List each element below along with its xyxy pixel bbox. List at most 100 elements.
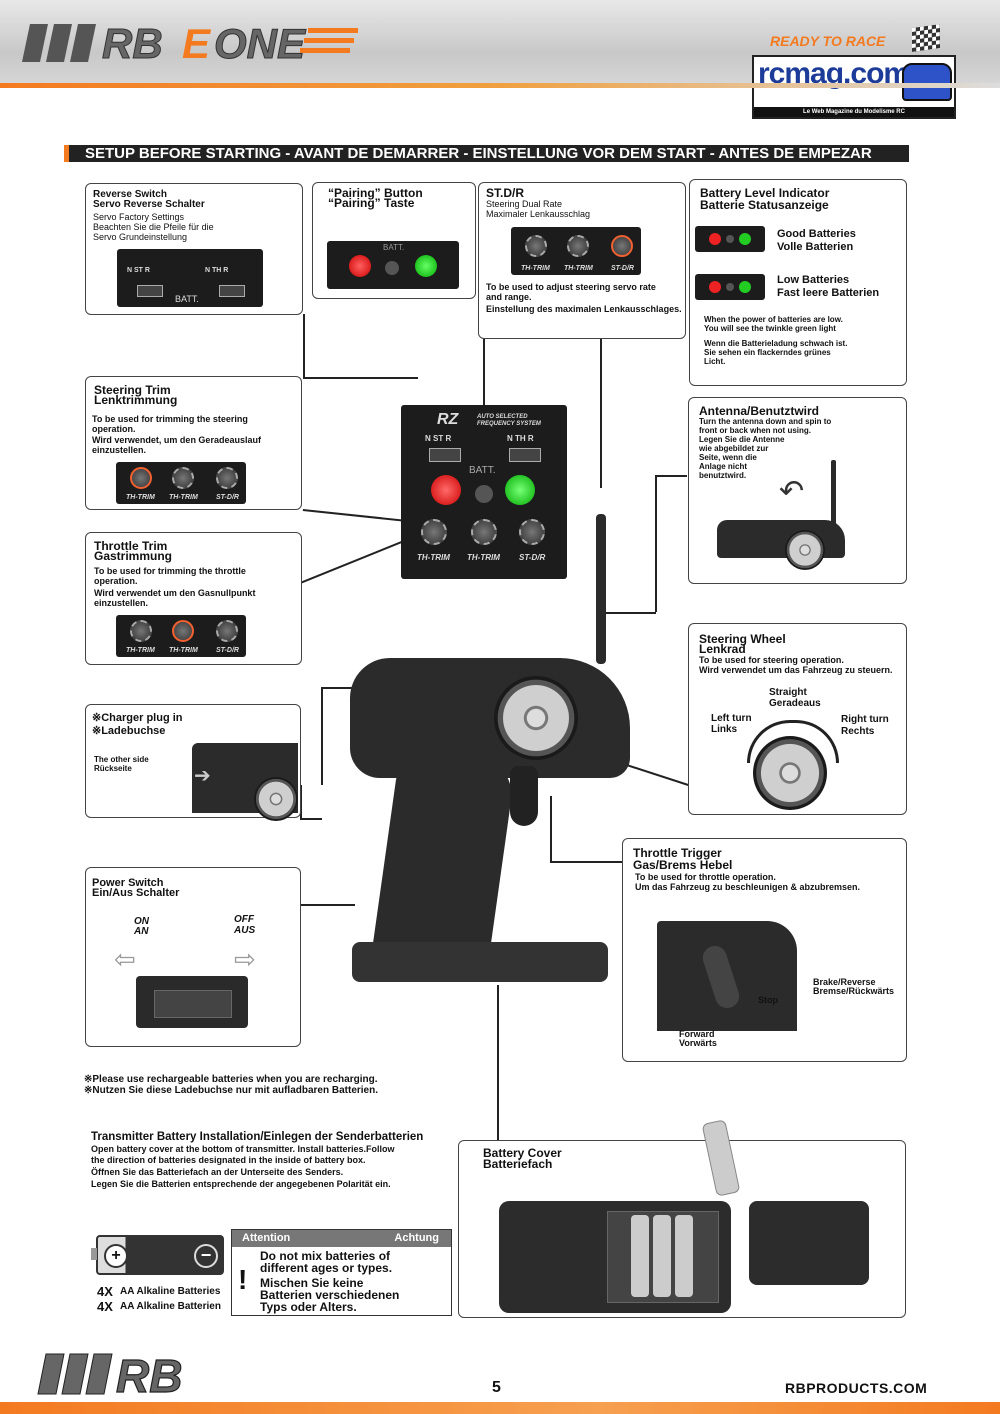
other-side-label: The other side <box>94 755 149 764</box>
knob-label-2: TH-TRIM <box>169 494 198 501</box>
charger-subtitle: ※Ladebuchse <box>92 725 166 737</box>
steering-trim-knob-panel: TH-TRIM TH-TRIM ST-D/R <box>116 462 246 504</box>
st-reverse-switch[interactable] <box>429 448 461 462</box>
st-dr-knob[interactable] <box>519 519 545 545</box>
th-trim-knob-2[interactable] <box>471 519 497 545</box>
red-led-icon <box>709 233 721 245</box>
green-led-icon <box>739 281 751 293</box>
green-led-icon <box>739 233 751 245</box>
th-reverse-switch[interactable] <box>509 448 541 462</box>
system-line-2: FREQUENCY SYSTEM <box>477 421 541 427</box>
vorwaerts-label: Vorwärts <box>679 1038 717 1048</box>
st-switch-label: N ST R <box>127 267 150 274</box>
ready-to-race-tagline: READY TO RACE <box>770 33 886 49</box>
knob-label-3: ST-D/R <box>611 265 634 272</box>
page-header: RB E ONE READY TO RACE rcmag.com Le Web … <box>0 0 1000 119</box>
antenna-desc-4: wie abgebildet zur <box>699 444 769 453</box>
th-trim-knob-2[interactable] <box>172 467 194 489</box>
stdr-line-1: Steering Dual Rate <box>486 199 563 209</box>
good-batteries-label: Good Batteries <box>777 228 856 240</box>
rcmag-logo: rcmag.com Le Web Magazine du Modelisme R… <box>752 55 956 119</box>
battery-cover-box: Battery Cover Batteriefach <box>458 1119 906 1318</box>
plus-icon: + <box>104 1244 128 1268</box>
knob-label-1: TH-TRIM <box>126 647 155 654</box>
batt-label: BATT. <box>175 294 199 304</box>
antenna-desc-2: front or back when not using. <box>699 426 811 435</box>
aus-label: AUS <box>234 925 256 936</box>
power-switch-box: Power Switch Ein/Aus Schalter ON AN OFF … <box>85 867 301 1047</box>
connector-line <box>655 475 657 612</box>
throttle-trigger-box: Throttle Trigger Gas/Brems Hebel To be u… <box>622 838 907 1062</box>
throttle-trim-title: Throttle Trim <box>94 539 168 553</box>
svg-text:ONE: ONE <box>214 22 307 64</box>
throttle-trim-desc-4: einzustellen. <box>94 598 149 608</box>
steering-trim-subtitle: Lenktrimmung <box>94 393 178 407</box>
knob-label-3: ST-D/R <box>519 553 546 562</box>
th-trim-knob-2[interactable] <box>172 620 194 642</box>
throttle-trigger-desc-2: Um das Fahrzeug zu beschleunigen & abzub… <box>635 882 861 892</box>
st-dr-knob[interactable] <box>611 235 633 257</box>
pairing-button[interactable] <box>385 261 399 275</box>
full-batteries-label: Volle Batterien <box>777 241 854 253</box>
throttle-trim-knob-panel: TH-TRIM TH-TRIM ST-D/R <box>116 615 246 657</box>
minus-icon: − <box>194 1244 218 1268</box>
st-dr-knob[interactable] <box>216 467 238 489</box>
forward-label: Forward <box>679 1029 715 1039</box>
steering-wheel-desc-1: To be used for steering operation. <box>699 655 844 665</box>
connector-line <box>550 861 622 863</box>
connector-line <box>497 985 499 1195</box>
battery-type-2: AA Alkaline Batterien <box>120 1301 221 1312</box>
steering-wheel-desc-2: Wird verwendet um das Fahrzeug zu steuer… <box>699 665 893 675</box>
th-trim-knob[interactable] <box>525 235 547 257</box>
connector-line <box>303 314 305 378</box>
install-desc-1: Open battery cover at the bottom of tran… <box>91 1144 395 1154</box>
red-led-icon <box>431 475 461 505</box>
throttle-trigger-desc-1: To be used for throttle operation. <box>635 872 776 882</box>
st-dr-knob[interactable] <box>216 620 238 642</box>
throttle-trim-box: Throttle Trim Gastrimmung To be used for… <box>85 532 302 665</box>
th-trim-knob-2[interactable] <box>567 235 589 257</box>
reverse-desc-1: Servo Factory Settings <box>93 212 185 222</box>
antenna-title: Antenna/Benutztwird <box>699 404 819 418</box>
antenna-icon <box>596 514 606 664</box>
steering-trim-desc-3: Wird verwendet, um den Geradeauslauf <box>92 435 261 445</box>
batt-label: BATT. <box>469 465 496 476</box>
turn-arrows-icon <box>747 720 839 763</box>
antenna-desc-6: Anlage nicht <box>699 462 748 471</box>
th-trim-knob[interactable] <box>130 467 152 489</box>
th-reverse-switch[interactable] <box>219 285 245 297</box>
recharge-note: ※Please use rechargeable batteries when … <box>84 1074 378 1085</box>
website-url[interactable]: RBPRODUCTS.COM <box>785 1380 928 1396</box>
st-reverse-switch[interactable] <box>137 285 163 297</box>
throttle-trim-desc-2: operation. <box>94 576 138 586</box>
battery-note-4: Sie sehen ein flackerndes grünes <box>704 348 831 357</box>
steering-wheel-icon[interactable] <box>494 676 578 760</box>
battery-cover-title: Battery Cover <box>483 1146 562 1160</box>
knob-label-1: TH-TRIM <box>521 265 550 272</box>
battery-note-1: When the power of batteries are low. <box>704 315 843 324</box>
red-led-icon <box>709 281 721 293</box>
antenna-desc-7: benutztwird. <box>699 471 747 480</box>
pairing-title: “Pairing” Button <box>328 186 423 200</box>
antenna-desc-1: Turn the antenna down and spin to <box>699 417 832 426</box>
low-batteries-label: Low Batteries <box>777 274 850 286</box>
steering-wheel-subtitle: Lenkrad <box>699 642 746 656</box>
button-icon <box>726 283 734 291</box>
page-number: 5 <box>492 1379 501 1396</box>
th-trim-knob[interactable] <box>130 620 152 642</box>
knob-label-3: ST-D/R <box>216 647 239 654</box>
throttle-trigger[interactable] <box>510 766 538 826</box>
th-trim-knob[interactable] <box>421 519 447 545</box>
connector-line <box>550 796 552 861</box>
steering-trim-box: Steering Trim Lenktrimmung To be used fo… <box>85 376 302 510</box>
pairing-subtitle: “Pairing” Taste <box>328 196 415 210</box>
rcmag-logo-text: rcmag.com <box>758 57 910 90</box>
pairing-button[interactable] <box>475 485 493 503</box>
power-switch[interactable] <box>136 976 248 1028</box>
pairing-batt-label: BATT. <box>383 243 405 252</box>
battery-subtitle: Batterie Statusanzeige <box>700 198 829 212</box>
power-switch-subtitle: Ein/Aus Schalter <box>92 887 180 899</box>
arrow-left-icon: ⇦ <box>114 944 136 974</box>
install-desc-3: Öffnen Sie das Batteriefach an der Unter… <box>91 1167 344 1177</box>
achtung-label: Achtung <box>394 1232 439 1244</box>
